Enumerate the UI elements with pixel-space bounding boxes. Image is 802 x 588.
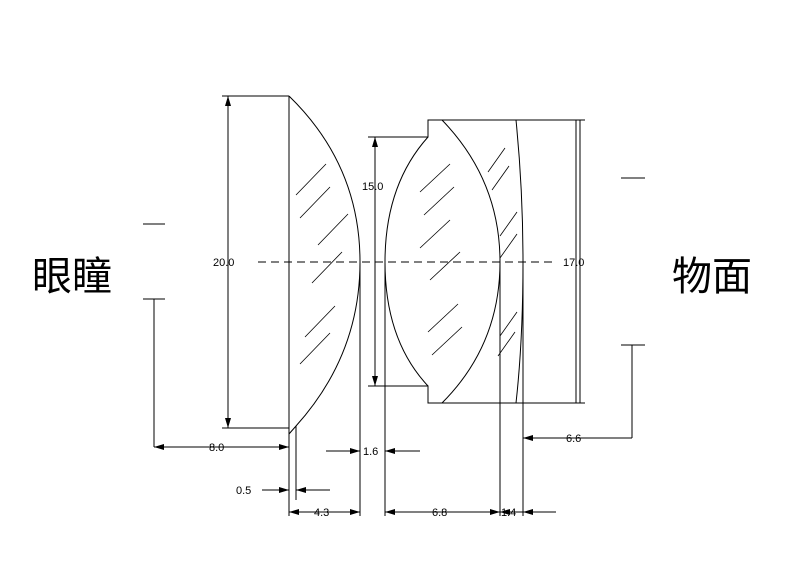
lens-1 (288, 95, 361, 500)
dim-text-14: 1.4 (501, 507, 516, 519)
dim-text-15: 15.0 (362, 181, 383, 193)
dim-text-43: 4.3 (314, 507, 329, 519)
eye-pupil-label: 眼瞳 (32, 254, 112, 300)
extension-lines (222, 95, 585, 516)
dim-text-05: 0.5 (236, 485, 251, 497)
object-plane-label: 物面 (672, 254, 752, 300)
dim-text-68: 6.8 (432, 507, 447, 519)
dim-text-16: 1.6 (363, 446, 378, 458)
dim-text-20: 20.0 (213, 257, 234, 269)
dim-text-17: 17.0 (563, 257, 584, 269)
dim-text-8: 8.0 (209, 442, 224, 454)
dim-text-66: 6.6 (566, 433, 581, 445)
